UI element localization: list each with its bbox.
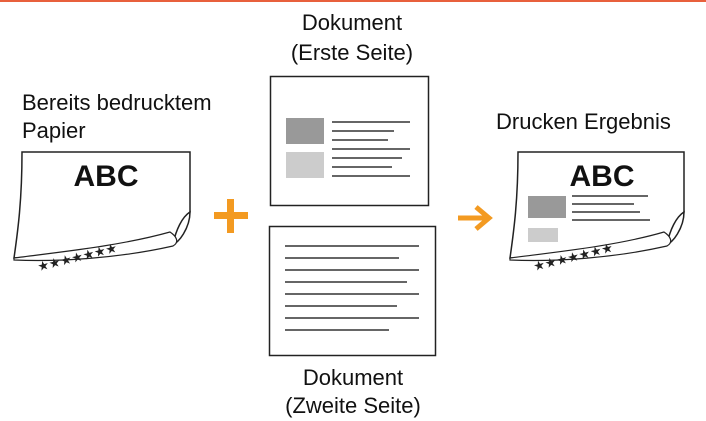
doc-first-label-line2: (Erste Seite) (290, 40, 414, 65)
doc-first-label-line1: Dokument (301, 10, 403, 35)
doc-second-label-line1: Dokument (302, 365, 404, 390)
doc-first-page (269, 75, 430, 207)
top-rule (0, 0, 706, 2)
doc-second-page (268, 225, 437, 357)
doc-second-label-line2: (Zweite Seite) (285, 393, 421, 418)
doc-first-image-block-light (286, 152, 324, 178)
preprinted-label-line1: Bereits bedrucktem (22, 90, 212, 115)
plus-icon (214, 199, 248, 233)
result-image-block-light (528, 228, 558, 242)
arrow-right-icon (458, 205, 493, 231)
result-abc: ABC (570, 160, 635, 193)
result-label: Drucken Ergebnis (496, 109, 671, 134)
result-image-block (528, 196, 566, 218)
preprinted-abc: ABC (74, 160, 139, 193)
doc-first-image-block (286, 118, 324, 144)
result-paper: ★★★★★★★ (509, 151, 685, 275)
preprinted-label-line2: Papier (22, 118, 86, 143)
